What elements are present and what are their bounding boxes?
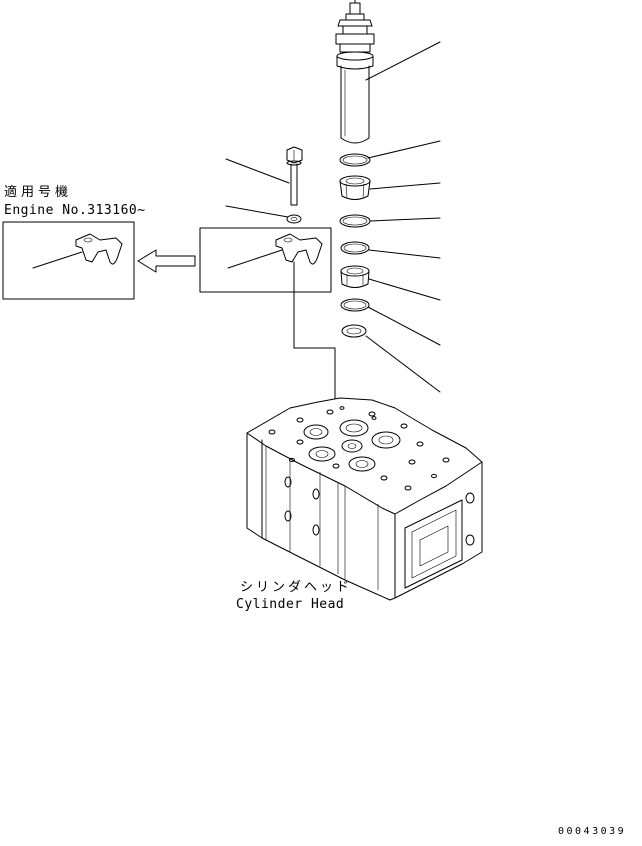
washer — [286, 214, 302, 224]
assembly-name-en: Cylinder Head — [236, 597, 345, 612]
leader-lines — [32, 41, 441, 426]
o-ring-1 — [339, 153, 371, 167]
sleeve-lower — [340, 265, 370, 288]
mounting-bolt — [286, 146, 303, 206]
o-ring-4 — [340, 298, 370, 312]
cylinder-head — [246, 397, 483, 601]
applicability-serial: Engine No.313160~ — [4, 203, 146, 218]
o-ring-3 — [340, 241, 370, 255]
alt-injector-clamp — [75, 233, 123, 265]
injector-clamp — [275, 233, 323, 265]
gasket — [341, 324, 367, 338]
applicability-title: 適用号機 — [4, 185, 73, 200]
alt-clamp-box — [2, 221, 135, 300]
drawing-number: 00043039 — [558, 826, 627, 837]
o-ring-2 — [339, 214, 371, 228]
injector-part — [335, 0, 375, 144]
replacement-arrow-icon — [137, 249, 196, 273]
assembly-name-ja: シリンダヘッド — [240, 580, 353, 595]
sleeve-upper — [339, 175, 371, 200]
clamp-box — [199, 227, 332, 293]
